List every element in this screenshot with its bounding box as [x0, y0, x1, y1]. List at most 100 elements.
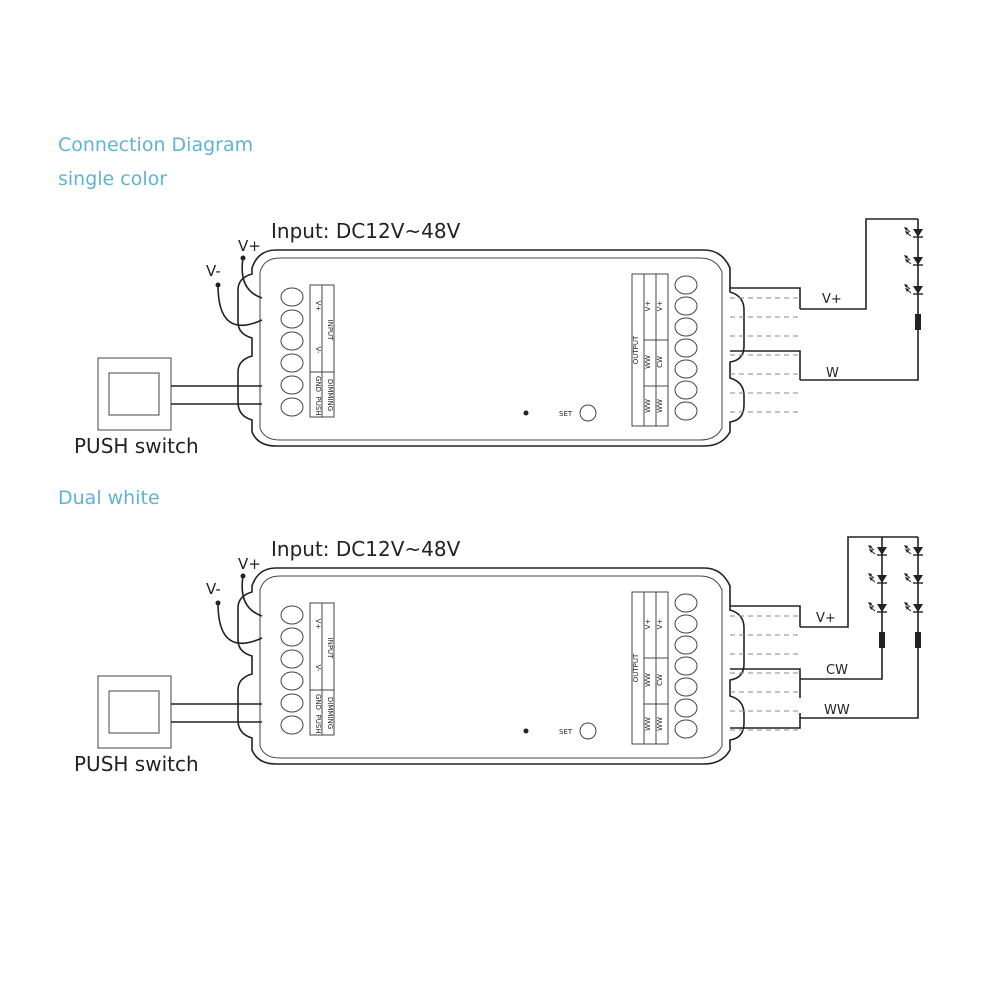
output-terminal: [674, 317, 698, 337]
output-label-w: W: [826, 366, 839, 381]
input-terminal: [280, 287, 304, 307]
output-terminal: [674, 677, 698, 697]
status-led: [523, 728, 529, 734]
output-terminal: [674, 614, 698, 634]
led-icon: [903, 601, 924, 613]
input-block-label: GND: [314, 376, 322, 392]
vminus-wire: [217, 284, 263, 327]
output-block-label: V+: [644, 619, 652, 630]
led-icon: [867, 544, 888, 556]
vplus-output-wire: [730, 605, 801, 627]
input-terminal: [280, 693, 304, 713]
output-label-ww: WW: [824, 703, 850, 718]
output-block-label: V+: [656, 619, 664, 630]
led-icon: [867, 601, 888, 613]
output-terminal: [674, 593, 698, 613]
output-terminal: [674, 635, 698, 655]
section-title-single-color: single color: [58, 168, 168, 190]
output-terminal: [674, 401, 698, 421]
vminus-wire: [217, 602, 263, 645]
input-terminal: [280, 331, 304, 351]
input-block-label: V-: [314, 347, 322, 354]
input-block-label: INPUT: [326, 638, 334, 660]
input-block-label: INPUT: [326, 320, 334, 342]
input-spec-label: Input: DC12V~48V: [271, 219, 461, 243]
led-icon: [903, 572, 924, 584]
resistor-icon: [879, 632, 885, 648]
push-switch-label: PUSH switch: [74, 752, 199, 776]
output-label-block: [631, 591, 669, 745]
vplus-label: V+: [238, 555, 261, 573]
push-switch-button: [108, 690, 160, 734]
output-block-label: V+: [656, 301, 664, 312]
ch2-output-wire: [730, 713, 801, 729]
controller-inner-outline: [259, 257, 723, 441]
output-terminal: [674, 338, 698, 358]
output-label-vplus: V+: [822, 292, 842, 307]
input-block-label: PUSH: [314, 714, 322, 733]
input-terminal: [280, 605, 304, 625]
controller-body: [237, 567, 745, 765]
output-block-label: WW: [656, 717, 664, 731]
w-line: [800, 330, 919, 381]
vplus-line: [800, 218, 918, 310]
vplus-wire: [241, 575, 263, 617]
input-block-label: DIMMING: [326, 379, 334, 411]
led-icon: [903, 283, 924, 295]
vplus-line: [800, 536, 918, 628]
push-switch-label: PUSH switch: [74, 434, 199, 458]
vminus-label: V-: [206, 580, 221, 598]
output-label-block: [631, 273, 669, 427]
controller-inner-outline: [259, 575, 723, 759]
status-led: [523, 410, 529, 416]
output-terminal: [674, 719, 698, 739]
ww-line: [800, 648, 919, 719]
diagram-title: Connection Diagram: [58, 134, 254, 156]
set-button: [579, 722, 597, 740]
ch1-output-wire: [730, 350, 801, 380]
output-block-label: OUTPUT: [632, 335, 640, 364]
input-terminal: [280, 671, 304, 691]
output-block-label: V+: [644, 301, 652, 312]
vplus-wire: [241, 257, 263, 299]
input-terminal: [280, 375, 304, 395]
input-block-label: V+: [314, 301, 322, 312]
set-label: SET: [559, 728, 573, 736]
input-block-label: PUSH: [314, 396, 322, 415]
input-block-label: V+: [314, 619, 322, 630]
output-terminal: [674, 380, 698, 400]
resistor-icon: [915, 314, 921, 330]
output-terminal: [674, 698, 698, 718]
output-block-label: CW: [656, 674, 664, 686]
input-terminal: [280, 353, 304, 373]
led-icon: [903, 254, 924, 266]
controller-body: [237, 249, 745, 447]
input-terminal: [280, 397, 304, 417]
output-label-cw: CW: [826, 663, 848, 678]
input-block-label: V-: [314, 665, 322, 672]
output-block-label: WW: [644, 355, 652, 369]
led-icon: [903, 226, 924, 238]
output-block-label: WW: [644, 399, 652, 413]
output-block-label: CW: [656, 356, 664, 368]
section-title-dual-white: Dual white: [58, 487, 160, 509]
resistor-icon: [915, 632, 921, 648]
output-block-label: OUTPUT: [632, 653, 640, 682]
output-terminal: [674, 656, 698, 676]
set-button: [579, 404, 597, 422]
input-block-label: GND: [314, 694, 322, 710]
vminus-label: V-: [206, 262, 221, 280]
led-icon: [867, 572, 888, 584]
set-label: SET: [559, 410, 573, 418]
input-spec-label: Input: DC12V~48V: [271, 537, 461, 561]
input-terminal: [280, 627, 304, 647]
led-icon: [903, 544, 924, 556]
output-terminal: [674, 275, 698, 295]
output-block-label: WW: [656, 399, 664, 413]
output-terminal: [674, 359, 698, 379]
ch1-output-wire: [730, 668, 801, 698]
input-terminal: [280, 715, 304, 735]
